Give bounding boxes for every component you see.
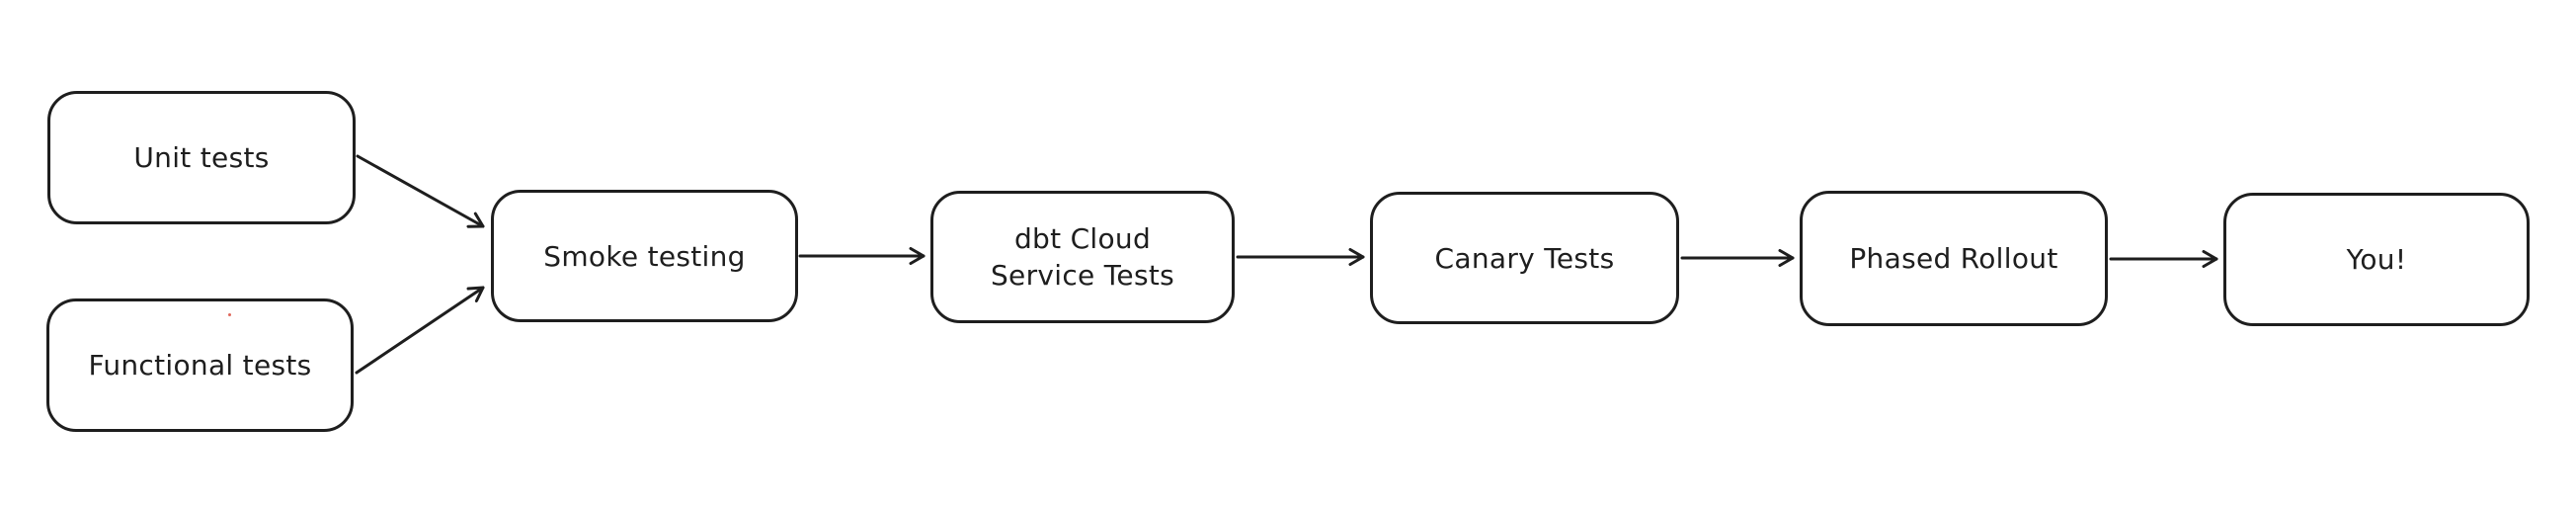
node-canary-tests-label: Canary Tests bbox=[1434, 241, 1615, 275]
node-smoke-testing[interactable]: Smoke testing bbox=[491, 190, 798, 322]
node-you[interactable]: You! bbox=[2223, 193, 2530, 326]
node-functional-tests-label: Functional tests bbox=[88, 349, 312, 382]
edge-unit-tests-to-smoke-testing[interactable] bbox=[356, 154, 485, 228]
edge-functional-tests-to-smoke-testing[interactable] bbox=[355, 286, 485, 375]
node-phased-rollout-label: Phased Rollout bbox=[1849, 242, 2058, 275]
node-you-label: You! bbox=[2346, 243, 2407, 276]
node-dbt-cloud-service-tests-label: dbt Cloud Service Tests bbox=[990, 222, 1174, 292]
node-canary-tests[interactable]: Canary Tests bbox=[1370, 192, 1679, 324]
node-functional-tests[interactable]: Functional tests bbox=[46, 298, 354, 432]
node-phased-rollout[interactable]: Phased Rollout bbox=[1800, 191, 2108, 326]
node-unit-tests[interactable]: Unit tests bbox=[47, 91, 356, 224]
node-unit-tests-label: Unit tests bbox=[133, 141, 270, 174]
node-smoke-testing-label: Smoke testing bbox=[543, 239, 746, 273]
node-dbt-cloud-service-tests[interactable]: dbt Cloud Service Tests bbox=[930, 191, 1235, 323]
stray-red-pixel bbox=[228, 313, 231, 316]
